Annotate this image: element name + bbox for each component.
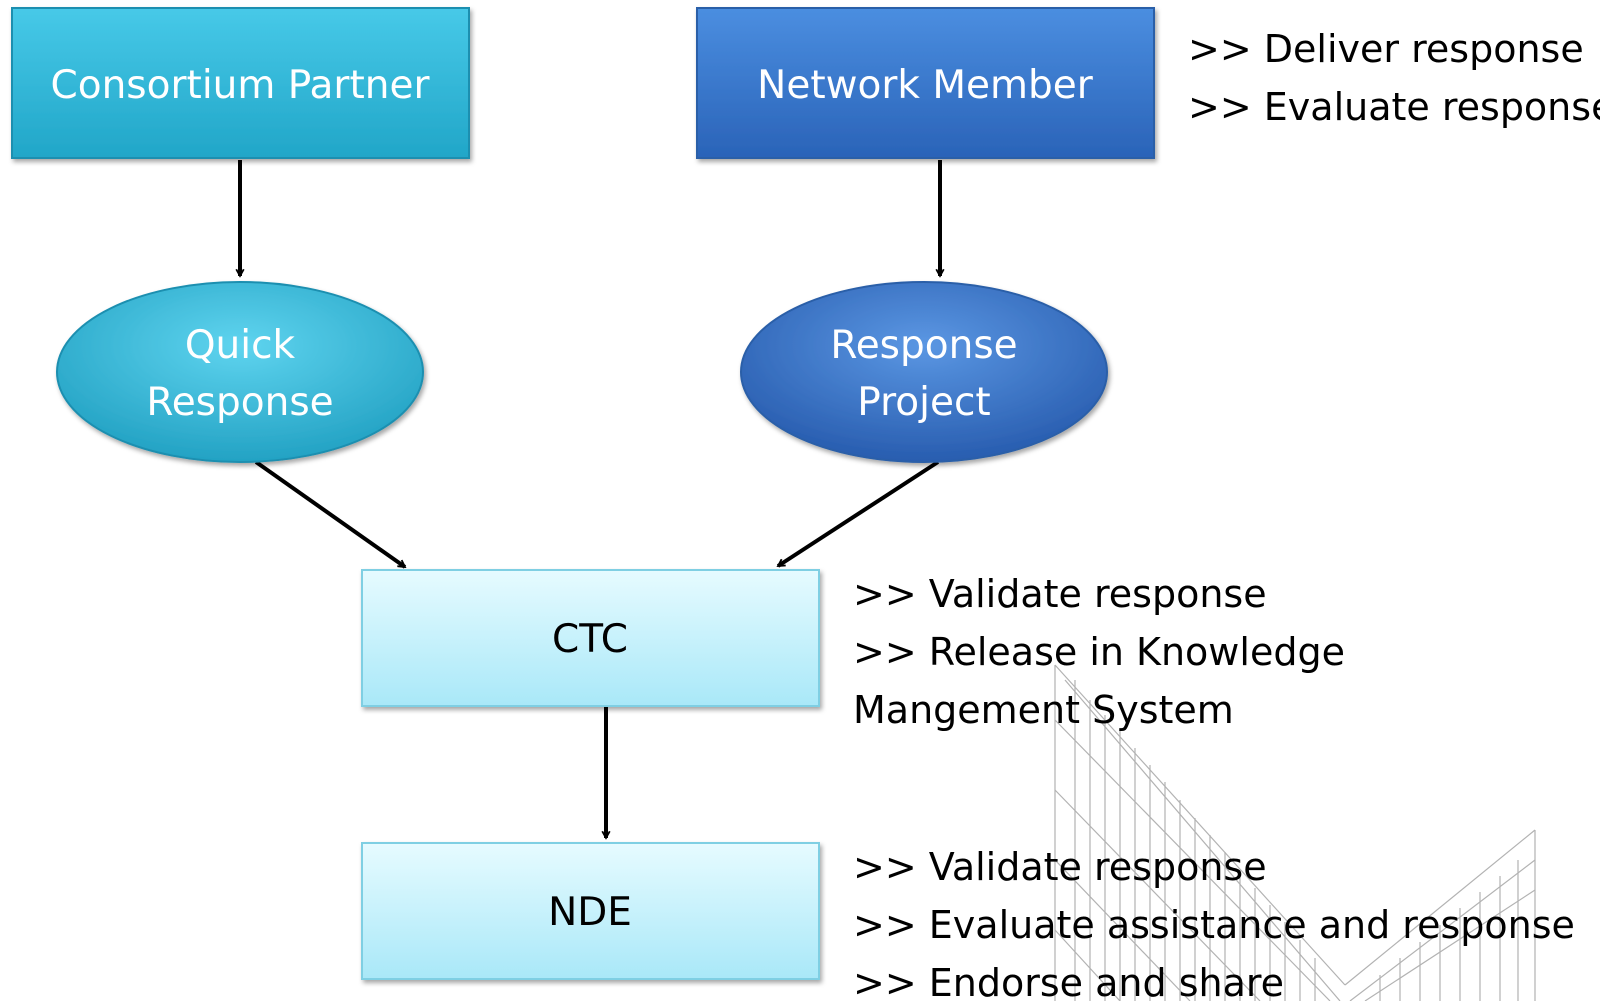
svg-text:>> Evaluate assistance and res: >> Evaluate assistance and response [853,903,1575,947]
node-consortium-partner-label: Consortium Partner [51,63,431,108]
node-response-project: Response Project [740,281,1108,463]
note-release-knowledge: Release in Knowledge [929,630,1345,674]
note-evaluate-response: Evaluate response [1264,85,1600,129]
note-endorse-share: Endorse and share [929,961,1284,1001]
connectors [240,160,940,838]
node-ctc-label: CTC [552,617,628,662]
node-consortium-partner: Consortium Partner [11,7,470,159]
node-nde-label: NDE [548,890,632,935]
note-prefix: >> [853,961,917,1001]
notes-nde: >> Validate response >> Evaluate assista… [853,845,1575,1001]
svg-text:>> Validate response: >> Validate response [853,572,1267,616]
note-evaluate-assistance: Evaluate assistance and response [929,903,1575,947]
svg-text:>> Validate response: >> Validate response [853,845,1267,889]
node-response-project-label-line1: Response [830,323,1017,368]
node-network-member: Network Member [696,7,1155,159]
note-prefix: >> [853,845,917,889]
note-deliver-response: Deliver response [1264,27,1584,71]
svg-text:>> Release in Knowledge: >> Release in Knowledge [853,630,1345,674]
notes-ctc: >> Validate response >> Release in Knowl… [853,572,1345,732]
node-quick-response-label-line1: Quick [185,323,296,368]
svg-text:>> Evaluate response: >> Evaluate response [1188,85,1600,129]
building-sketch-watermark [1054,664,1536,1001]
notes-network-member: >> Deliver response >> Evaluate response [1188,27,1600,129]
note-prefix: >> [1188,85,1252,129]
note-management-system: Mangement System [853,688,1234,732]
svg-text:>> Endorse and share: >> Endorse and share [853,961,1284,1001]
svg-text:>> Deliver response: >> Deliver response [1188,27,1584,71]
note-prefix: >> [853,572,917,616]
node-network-member-label: Network Member [757,63,1094,108]
node-ctc: CTC [361,569,820,707]
note-validate-response-nde: Validate response [929,845,1267,889]
arrow-project-to-ctc [778,460,940,568]
note-prefix: >> [1188,27,1252,71]
note-prefix: >> [853,630,917,674]
node-response-project-label-line2: Project [857,380,990,425]
node-nde: NDE [361,842,820,980]
node-quick-response: Quick Response [56,281,424,463]
note-prefix: >> [853,903,917,947]
arrow-quick-to-ctc [254,460,405,569]
note-validate-response: Validate response [929,572,1267,616]
node-quick-response-label-line2: Response [146,380,333,425]
